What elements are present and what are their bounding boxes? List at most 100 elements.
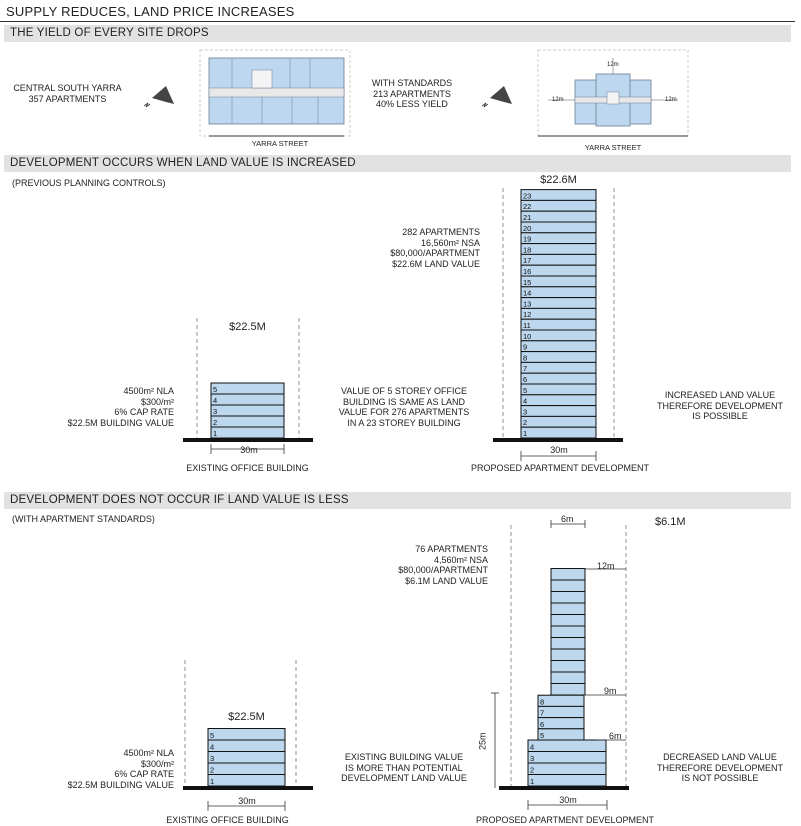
s3-tower-floor (527, 774, 607, 787)
s3-dim-9m: 9m (604, 686, 617, 696)
s2-tower-floor-label: 8 (523, 353, 527, 362)
s3-tower-floor (527, 751, 607, 764)
s2-tower-floor-label: 6 (523, 375, 527, 384)
s2-tower-floor (520, 383, 597, 396)
s2-office-floor (210, 426, 285, 439)
s3-tower-floor (550, 579, 586, 592)
s2-office-floor (210, 382, 285, 395)
s2-tower-floor-label: 12 (523, 310, 531, 319)
s2-tower-floor-label: 14 (523, 289, 531, 298)
s2-tower-price: $22.6M (540, 174, 577, 186)
s2-tower-width: 30m (550, 445, 568, 455)
section2-subtitle: (PREVIOUS PLANNING CONTROLS) (12, 178, 166, 188)
s2-tower-floor (520, 351, 597, 363)
page-title: SUPPLY REDUCES, LAND PRICE INCREASES (6, 4, 295, 19)
s2-office-width: 30m (240, 445, 258, 455)
s3-tower-width: 30m (559, 795, 577, 805)
s3-tower-floor-label: 4 (530, 743, 534, 752)
s3-office-floor (207, 728, 286, 741)
s2-tower-floor-label: 23 (523, 191, 531, 200)
section1-title: THE YIELD OF EVERY SITE DROPS (10, 27, 209, 39)
s2-office-floor (210, 415, 285, 428)
s2-office-caption: EXISTING OFFICE BUILDING (186, 463, 309, 473)
s2-tower-floor-label: 22 (523, 202, 531, 211)
s2-office-floor (210, 393, 285, 406)
s2-office-floor-label: 3 (213, 407, 217, 416)
s3-office-floor (207, 751, 286, 764)
s3-office-floor-label: 3 (210, 754, 214, 763)
s3-tower-floor (537, 705, 585, 719)
s3-tower-floor-label: 2 (530, 766, 534, 775)
s3-dim-6m-top: 6m (561, 514, 574, 524)
s3-tower-floor (550, 614, 586, 627)
s2-tower-floor-label: 5 (523, 386, 527, 395)
title-rule (0, 21, 795, 22)
s2-tower-floor (520, 340, 597, 353)
s2-tower-floor-label: 17 (523, 256, 531, 265)
s3-tower-floor (527, 762, 607, 775)
s2-tower-floor (520, 329, 597, 342)
section3-bar (4, 492, 791, 509)
s2-tower-floor (520, 275, 597, 288)
s3-office-caption: EXISTING OFFICE BUILDING (166, 815, 289, 825)
s3-dim-12m: 12m (597, 561, 615, 571)
s2-tower-floor (520, 286, 597, 299)
s2-tower-floor-label: 16 (523, 267, 531, 276)
s3-tower-floor (550, 625, 586, 638)
north-arrow-icon (143, 86, 174, 108)
s3-office-floor (207, 739, 286, 752)
s2-tower-floor (520, 297, 597, 309)
s2-tower-floor-label: 3 (523, 407, 527, 416)
s3-tower-floor (550, 591, 586, 604)
s2-tower-floor (520, 264, 597, 277)
s2-tower-floor-label: 2 (523, 418, 527, 427)
s2-tower-floor (520, 405, 597, 417)
s3-office-floor-label: 1 (210, 777, 214, 786)
s2-tower-floor (520, 415, 597, 428)
section2-title: DEVELOPMENT OCCURS WHEN LAND VALUE IS IN… (10, 157, 356, 169)
s2-tower-floor-label: 21 (523, 213, 531, 222)
s3-tower-floor (550, 683, 586, 696)
s3-tower-floor (550, 637, 586, 650)
s2-tower-floor-label: 13 (523, 299, 531, 308)
s3-office-floor-label: 2 (210, 766, 214, 775)
s3-tower-floor (537, 694, 585, 707)
s2-tower-floor (520, 394, 597, 407)
s3-dim-6m: 6m (609, 731, 622, 741)
s2-tower-floor (520, 210, 597, 223)
s2-tower-floor (520, 232, 597, 245)
s3-tower-price: $6.1M (655, 516, 686, 528)
s2-tower-caption: PROPOSED APARTMENT DEVELOPMENT (470, 463, 650, 473)
s2-tower-floor-label: 18 (523, 245, 531, 254)
section1-bar (4, 25, 791, 42)
s2-tower-floor-label: 20 (523, 224, 531, 233)
s3-office-floor-label: 4 (210, 743, 214, 752)
s3-office-width: 30m (238, 796, 256, 806)
s2-tower-floor (520, 189, 597, 201)
s2-tower-floor (520, 372, 597, 385)
s2-tower-floor-label: 15 (523, 278, 531, 287)
section3-title: DEVELOPMENT DOES NOT OCCUR IF LAND VALUE… (10, 494, 349, 506)
street-label-left: YARRA STREET (251, 139, 309, 148)
s3-tower-caption: PROPOSED APARTMENT DEVELOPMENT (475, 815, 655, 825)
s3-tower-floor (550, 602, 586, 615)
s2-tower-floor (520, 426, 597, 439)
s2-tower-floor-label: 9 (523, 343, 527, 352)
s3-office-floor (207, 774, 286, 787)
s3-tower-floor (550, 671, 586, 684)
s2-tower-floor (520, 253, 597, 266)
s3-office-price: $22.5M (228, 711, 265, 723)
s2-tower-floor (520, 199, 597, 212)
s2-tower-floor (520, 361, 597, 374)
street-label-right: YARRA STREET (584, 143, 642, 152)
s2-office-price: $22.5M (229, 321, 266, 333)
